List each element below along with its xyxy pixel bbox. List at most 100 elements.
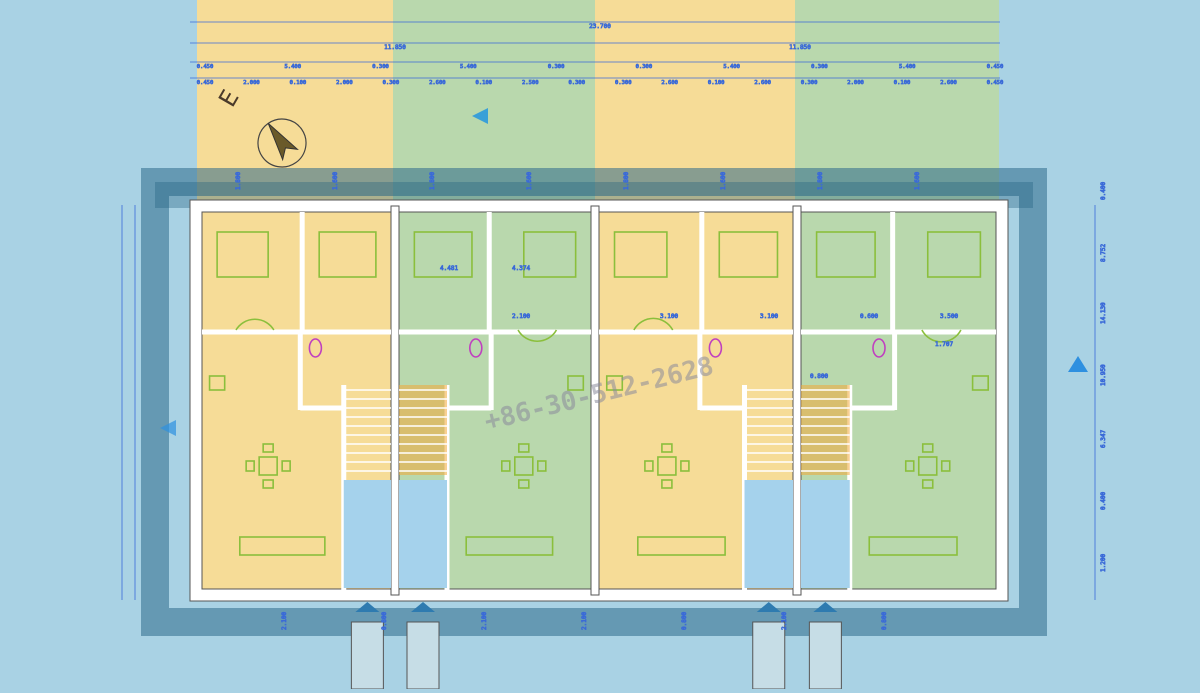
bottom-dim: 2.100 — [281, 612, 288, 630]
window-dim: 1.600 — [914, 172, 921, 190]
toilet-icon — [468, 338, 483, 358]
room-label: 3.500 — [940, 313, 958, 320]
bed-icon — [216, 231, 269, 278]
sofa-icon — [636, 536, 726, 556]
dining-table-icon — [500, 443, 547, 489]
stair-flight — [399, 385, 447, 475]
entry-walkway — [350, 621, 384, 690]
bed-icon — [613, 231, 668, 278]
dim-row3: 0.100 — [894, 80, 911, 86]
right-dim: 8.752 — [1100, 244, 1107, 262]
stair-arrow-icon — [813, 602, 838, 612]
dimension-lines: 23.700 11.850 11.850 0.450 5.400 0.300 5.400 0.… — [121, 21, 1107, 630]
dim-overall: 23.700 — [589, 23, 611, 30]
dim-row2: 5.400 — [460, 64, 477, 70]
dim-row3: 2.000 — [243, 80, 260, 86]
section-arrow-left-icon — [160, 420, 176, 436]
dining-table-icon — [245, 443, 291, 489]
window-dim: 1.800 — [817, 172, 824, 190]
sofa-icon — [868, 536, 958, 556]
dim-row2: 0.300 — [548, 64, 565, 70]
bed-icon — [926, 231, 982, 278]
bed-icon — [318, 231, 377, 278]
dim-half: 11.850 — [384, 44, 406, 51]
sink-icon — [971, 375, 989, 391]
dim-row3: 2.500 — [522, 80, 539, 86]
dining-table-icon — [904, 443, 951, 489]
dim-row3: 2.000 — [336, 80, 353, 86]
window-dim: 1.600 — [332, 172, 339, 190]
stair-arrow-icon — [355, 602, 380, 612]
toilet-icon — [708, 338, 723, 358]
stair-flight — [744, 389, 793, 472]
room-label: 2.100 — [512, 313, 530, 320]
right-dim: 10.950 — [1100, 364, 1107, 386]
door-swing-icon — [633, 317, 674, 331]
exterior-wall-outline — [189, 199, 1009, 602]
room-label: 0.600 — [860, 313, 878, 320]
window-dim: 1.800 — [429, 172, 436, 190]
sink-icon — [605, 375, 624, 391]
door-swing-icon — [921, 329, 962, 343]
room-label: 3.100 — [660, 313, 678, 320]
section-arrow-right-icon — [1068, 356, 1088, 372]
dim-row3: 0.300 — [615, 80, 632, 86]
dim-row3: 0.100 — [476, 80, 493, 86]
dim-row2: 5.400 — [723, 64, 740, 70]
stair-flight — [801, 385, 850, 475]
section-arrow-icon — [472, 108, 488, 124]
dim-row2: 0.300 — [811, 64, 828, 70]
right-dim: 1.200 — [1100, 554, 1107, 572]
sink-icon — [567, 375, 585, 391]
bottom-dim: 2.100 — [781, 612, 788, 630]
entrance-cell — [399, 480, 447, 588]
dim-row2: 0.300 — [372, 64, 389, 70]
right-dim: 0.400 — [1100, 182, 1107, 200]
stairs — [343, 385, 850, 612]
entry-walkway — [406, 621, 440, 690]
bottom-dim: 0.800 — [381, 612, 388, 630]
dim-row3: 0.100 — [708, 80, 725, 86]
toilet-icon — [872, 338, 886, 358]
dim-row3: 2.600 — [429, 80, 446, 86]
window-dim: 1.600 — [526, 172, 533, 190]
dim-row3: 0.450 — [987, 80, 1004, 86]
right-dim: 6.347 — [1100, 430, 1107, 448]
right-dim: 0.400 — [1100, 492, 1107, 510]
dim-row3: 2.600 — [940, 80, 957, 86]
dim-row2: 0.450 — [197, 64, 214, 70]
dim-row3: 0.450 — [197, 80, 214, 86]
window-dim: 1.800 — [235, 172, 242, 190]
entrance-cell — [744, 480, 793, 588]
room-label: 0.800 — [810, 373, 828, 380]
room-label: 4.481 — [440, 265, 458, 272]
dim-row3: 2.600 — [661, 80, 678, 86]
bed-icon — [413, 231, 473, 278]
dim-half: 11.850 — [789, 44, 811, 51]
stair-arrow-icon — [756, 602, 781, 612]
entry-walkway — [808, 621, 842, 690]
entry-walkway — [752, 621, 786, 690]
dim-row3: 0.300 — [801, 80, 818, 86]
dim-row3: 2.600 — [754, 80, 771, 86]
window-dim: 1.600 — [720, 172, 727, 190]
dim-row2: 5.400 — [899, 64, 916, 70]
dim-row3: 0.100 — [290, 80, 307, 86]
bottom-dim: 2.100 — [581, 612, 588, 630]
bottom-dim: 0.800 — [681, 612, 688, 630]
room-label: 3.100 — [760, 313, 778, 320]
right-dim: 14.130 — [1100, 302, 1107, 324]
building-slab — [141, 168, 1047, 636]
bed-icon — [718, 231, 779, 278]
room-label: 4.374 — [512, 265, 530, 272]
door-swing-icon — [235, 318, 275, 331]
room-label: 1.707 — [935, 341, 953, 348]
entrance-cell — [343, 480, 391, 588]
bed-icon — [522, 231, 577, 278]
dim-row2: 0.300 — [636, 64, 653, 70]
dim-row3: 0.300 — [568, 80, 585, 86]
sofa-icon — [239, 536, 326, 556]
dim-row2: 5.400 — [284, 64, 301, 70]
sink-icon — [208, 375, 226, 391]
